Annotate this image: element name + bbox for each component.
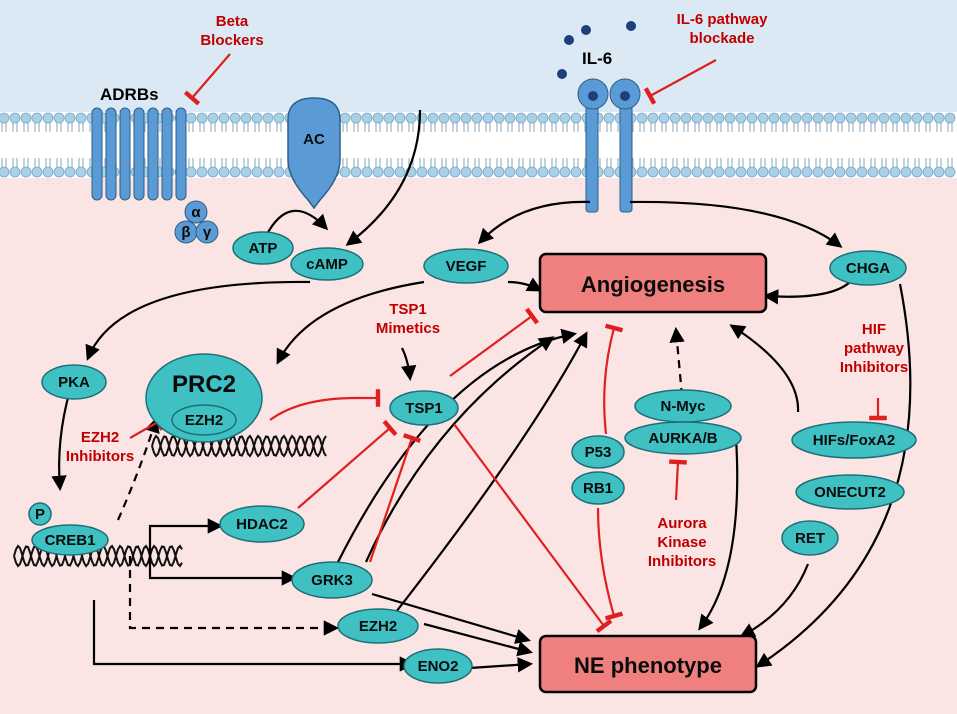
g-beta-label: β: [181, 224, 190, 241]
camp-node: [290, 247, 364, 281]
ret-node-label: RET: [795, 530, 825, 547]
phosphate-node: [28, 502, 52, 526]
il6-receptor-icon: [577, 78, 641, 213]
grk3-node: [291, 561, 373, 599]
vegf-node-label: VEGF: [446, 258, 487, 275]
ac-label: AC: [303, 131, 325, 148]
prc2-ezh2-label: EZH2: [185, 412, 223, 429]
adrb-receptor-icon: [91, 107, 187, 201]
camp-node-label: cAMP: [306, 256, 348, 273]
chga-node: [829, 250, 907, 286]
atp-node-label: ATP: [249, 240, 278, 257]
prc2-label: PRC2: [172, 371, 236, 398]
rb1-node: [571, 471, 625, 505]
adrbs-label: ADRBs: [100, 85, 159, 104]
chga-node-label: CHGA: [846, 260, 890, 277]
p53-node-label: P53: [585, 444, 612, 461]
ezh2-node: [337, 608, 419, 644]
ezh2-node-label: EZH2: [359, 618, 397, 635]
tsp1-node: [389, 390, 459, 426]
p53-node: [571, 435, 625, 469]
pka-node-label: PKA: [58, 374, 90, 391]
prc2-ezh2-node: [171, 404, 237, 436]
g-gamma-label: γ: [203, 224, 212, 241]
pka-node: [41, 364, 107, 400]
tsp1-node-label: TSP1: [405, 400, 443, 417]
nmyc-node-label: N-Myc: [660, 398, 705, 415]
inhibition-lines: [129, 53, 887, 634]
extracellular-region: [0, 0, 957, 112]
creb1-node: [31, 524, 109, 556]
hdac2-node: [219, 505, 305, 543]
activation-arrows: [51, 109, 912, 673]
il6-ligand-icon: [557, 21, 636, 79]
aurka-node: [624, 421, 742, 455]
grk3-node-label: GRK3: [311, 572, 353, 589]
rb1-node-label: RB1: [583, 480, 613, 497]
eno2-node: [403, 648, 473, 684]
onecut2-node: [795, 474, 905, 510]
angiogenesis-label: Angiogenesis: [581, 272, 725, 297]
eno2-node-label: ENO2: [418, 658, 459, 675]
vegf-node: [423, 248, 509, 284]
ne-phenotype-box: [538, 634, 758, 694]
creb1-node-label: CREB1: [45, 532, 96, 549]
g-alpha-label: α: [191, 204, 201, 221]
hdac2-node-label: HDAC2: [236, 516, 288, 533]
g-protein-icon: [174, 200, 219, 244]
atp-node: [232, 231, 294, 265]
ne-phenotype-label: NE phenotype: [574, 653, 722, 678]
ret-node: [781, 520, 839, 556]
il6-label: IL-6: [582, 49, 612, 68]
aurka-node-label: AURKA/B: [648, 430, 717, 447]
adenylyl-cyclase-icon: [287, 97, 341, 210]
phosphate-label: P: [35, 506, 45, 523]
onecut2-node-label: ONECUT2: [814, 484, 886, 501]
hifs-node-label: HIFs/FoxA2: [813, 432, 896, 449]
hifs-node: [791, 421, 917, 459]
angiogenesis-box: [538, 252, 768, 314]
